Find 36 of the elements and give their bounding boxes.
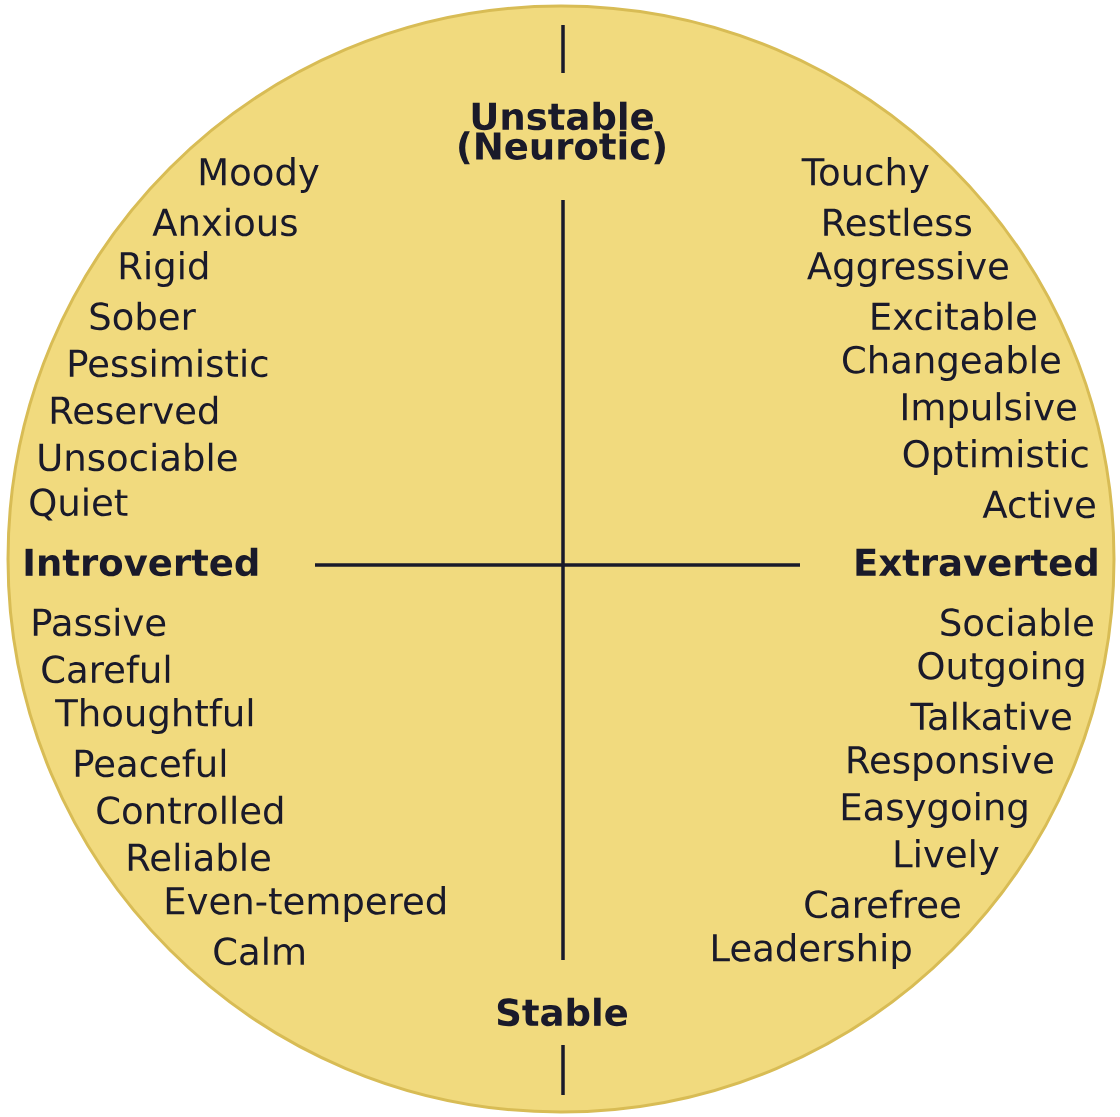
trait-label: Optimistic (903, 439, 1088, 475)
trait-label: Sociable (941, 607, 1093, 637)
trait-label: Even-tempered (166, 886, 445, 922)
trait-label: Carefree (805, 889, 960, 919)
trait-label: Sober (90, 301, 196, 331)
trait-label: Controlled (97, 795, 283, 825)
pole-label: Stable (497, 997, 627, 1027)
trait-label: Moody (200, 157, 319, 193)
trait-label: Impulsive (903, 392, 1076, 428)
trait-label: Calm (214, 936, 304, 966)
trait-label: Reserved (51, 395, 218, 425)
trait-label: Careful (42, 654, 170, 684)
trait-label: Active (982, 489, 1095, 519)
trait-label: Touchy (801, 157, 929, 193)
trait-label: Excitable (872, 301, 1036, 331)
trait-label: Quiet (30, 487, 128, 521)
trait-label: Outgoing (918, 651, 1084, 687)
trait-label: Thoughtful (55, 698, 253, 734)
trait-label: Responsive (848, 745, 1053, 781)
trait-label: Pessimistic (69, 348, 268, 378)
trait-label: Peaceful (75, 748, 226, 778)
trait-label: Easygoing (842, 792, 1027, 828)
trait-label: Rigid (120, 251, 208, 287)
trait-label: Aggressive (807, 251, 1008, 287)
trait-label: Reliable (128, 842, 270, 872)
trait-label: Changeable (843, 345, 1060, 381)
trait-label: Passive (33, 607, 166, 637)
trait-label: Talkative (910, 701, 1071, 731)
trait-label: Lively (895, 839, 999, 875)
pole-label: Unstable (Neurotic) (459, 101, 665, 165)
trait-label: Anxious (152, 207, 297, 237)
pole-label: Extraverted (856, 547, 1097, 577)
trait-label: Leadership (713, 933, 911, 969)
trait-label: Restless (824, 207, 971, 237)
pole-label: Introverted (25, 547, 258, 577)
trait-label: Unsociable (39, 442, 237, 472)
